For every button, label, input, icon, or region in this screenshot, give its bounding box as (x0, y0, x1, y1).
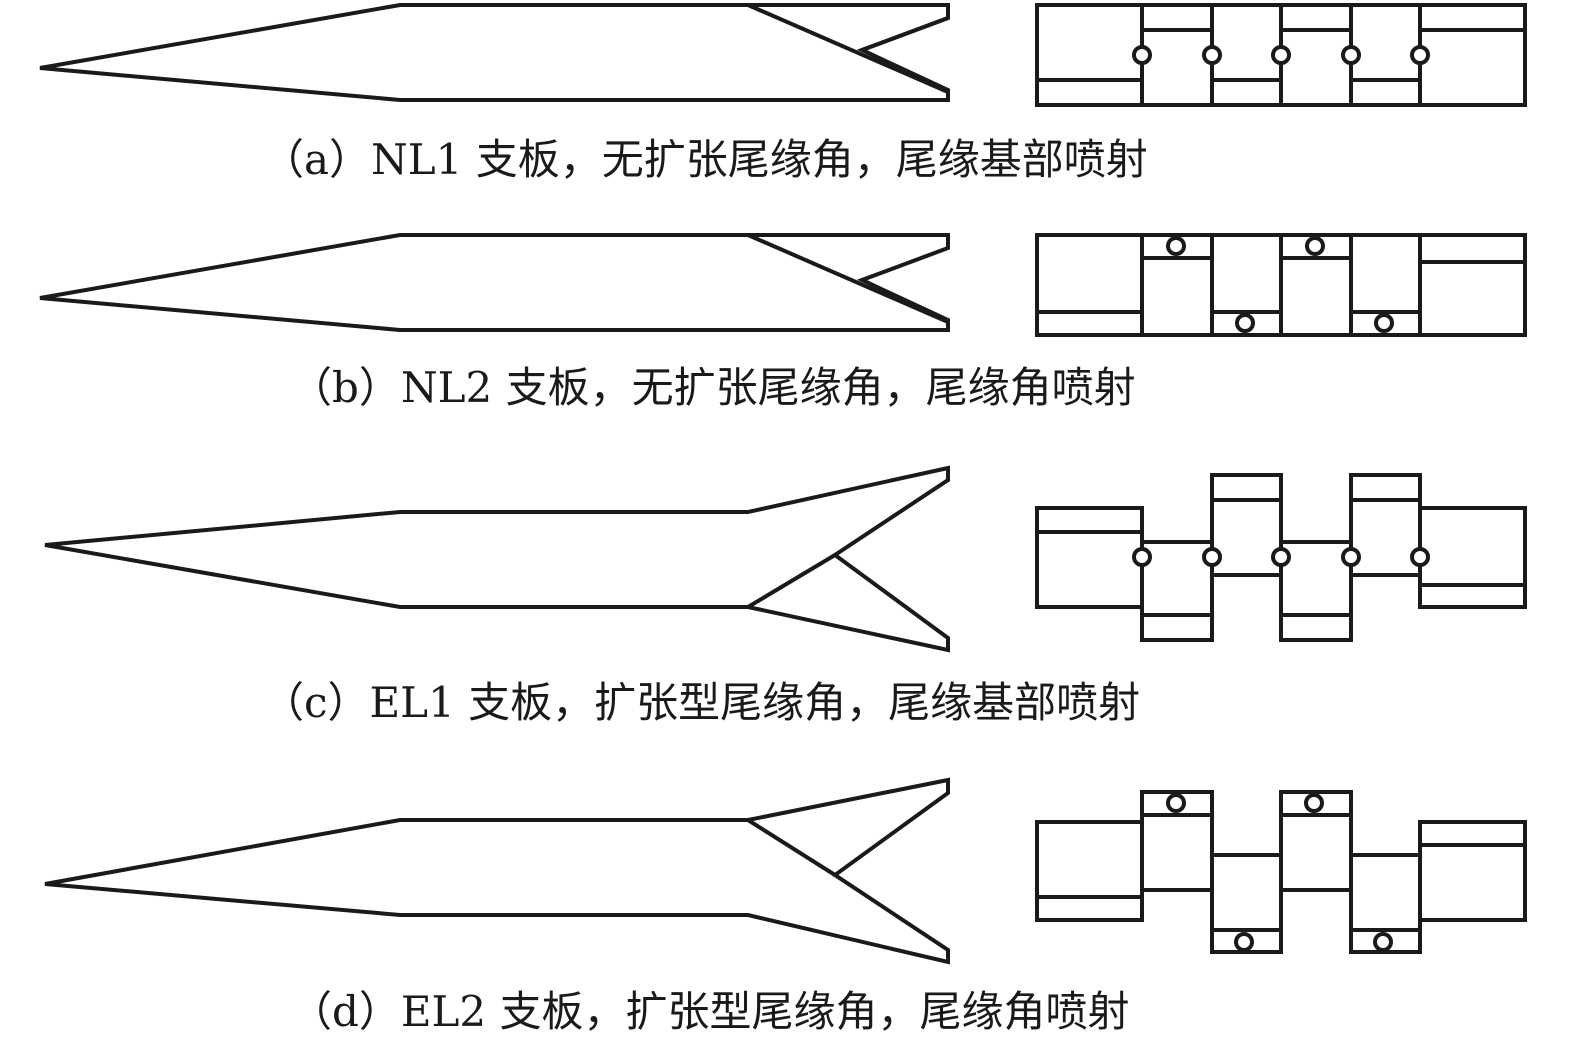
cross-section-el2 (1035, 790, 1527, 954)
cross-section-el1 (1035, 473, 1527, 642)
injection-port-icon (1271, 45, 1291, 65)
section-block (1279, 540, 1353, 642)
section-block (1210, 853, 1283, 954)
section-block (1140, 3, 1214, 107)
caption-d: （d）EL2 支板，扩张型尾缘角，尾缘角喷射 (290, 987, 1130, 1036)
injection-port-icon (1271, 547, 1291, 567)
caption-c: （c）EL1 支板，扩张型尾缘角，尾缘基部喷射 (262, 678, 1141, 727)
section-block (1035, 233, 1144, 337)
injection-port-icon (1202, 45, 1222, 65)
section-block (1418, 3, 1527, 107)
section-block (1418, 506, 1527, 609)
strut-profile-nl1 (39, 2, 950, 102)
injection-port-icon (1132, 45, 1152, 65)
injection-port-icon (1304, 793, 1324, 813)
section-block (1035, 3, 1144, 107)
injection-port-icon (1410, 45, 1430, 65)
injection-port-icon (1373, 932, 1393, 952)
strut-profile-el2 (44, 777, 950, 965)
strut-profile-el1 (44, 465, 950, 653)
section-block (1210, 3, 1283, 107)
section-block (1035, 506, 1144, 609)
injection-port-icon (1234, 932, 1254, 952)
injection-port-icon (1341, 547, 1361, 567)
section-block (1418, 233, 1527, 337)
injection-port-icon (1305, 236, 1325, 256)
caption-b: （b）NL2 支板，无扩张尾缘角，尾缘角喷射 (290, 363, 1136, 412)
injection-port-icon (1374, 313, 1394, 333)
section-block (1140, 790, 1214, 892)
injection-port-icon (1235, 313, 1255, 333)
injection-port-icon (1166, 793, 1186, 813)
injection-port-icon (1341, 45, 1361, 65)
section-block (1349, 3, 1422, 107)
injection-port-icon (1202, 547, 1222, 567)
strut-profile-nl2 (39, 233, 950, 332)
cross-section-nl2 (1035, 233, 1527, 337)
section-block (1279, 790, 1353, 892)
section-block (1349, 473, 1422, 577)
injection-port-icon (1132, 547, 1152, 567)
caption-a: （a）NL1 支板，无扩张尾缘角，尾缘基部喷射 (262, 135, 1148, 184)
section-block (1035, 820, 1144, 922)
injection-port-icon (1166, 236, 1186, 256)
section-block (1418, 820, 1527, 922)
section-block (1140, 540, 1214, 642)
section-block (1279, 3, 1353, 107)
injection-port-icon (1410, 547, 1430, 567)
section-block (1210, 473, 1283, 577)
cross-section-nl1 (1035, 3, 1527, 107)
